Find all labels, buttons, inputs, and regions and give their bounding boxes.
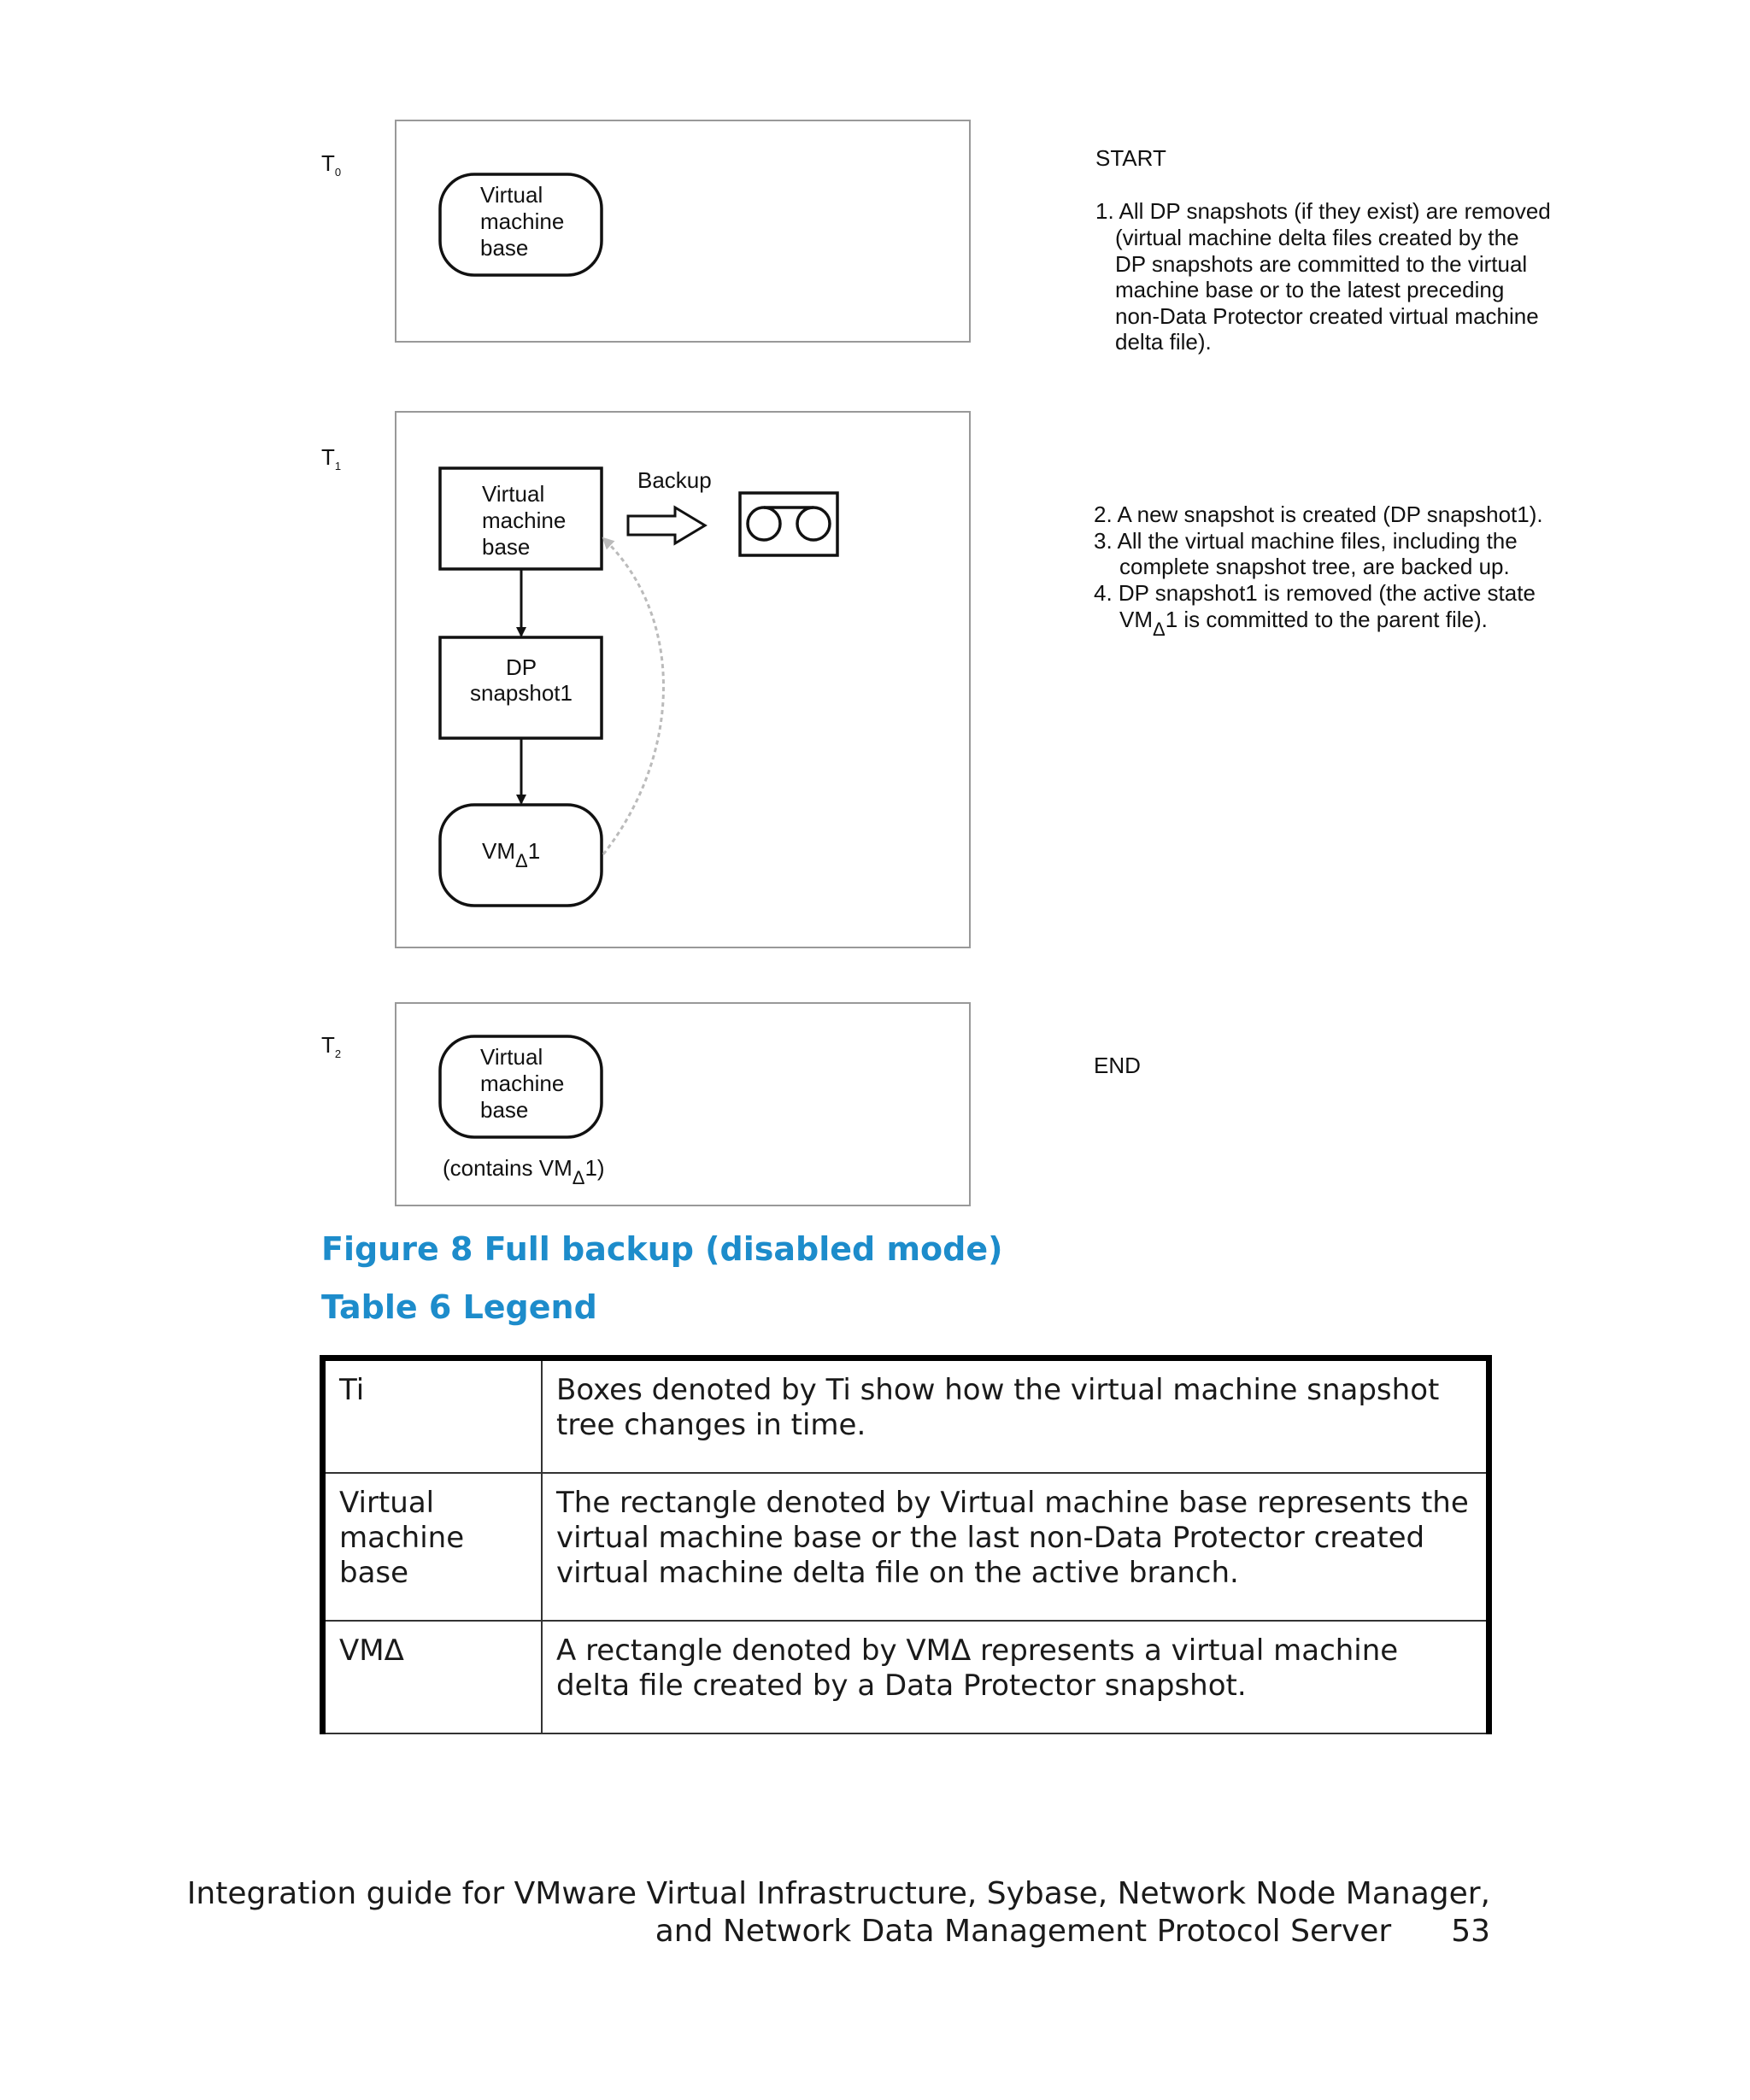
legend-description: A rectangle denoted by VMΔ represents a … bbox=[542, 1621, 1489, 1734]
t2-vm-base-line2: machine bbox=[480, 1071, 564, 1096]
step1-line4: machine base or to the latest preceding bbox=[1115, 277, 1504, 302]
step1-line3: DP snapshots are committed to the virtua… bbox=[1115, 251, 1527, 277]
legend-description: Boxes denoted by Ti show how the virtual… bbox=[542, 1358, 1489, 1474]
step1-line2: (virtual machine delta files created by … bbox=[1115, 225, 1519, 250]
t0-vm-base-line3: base bbox=[480, 235, 528, 261]
figure-caption: Figure 8 Full backup (disabled mode) bbox=[321, 1230, 1003, 1268]
footer-title-line1: Integration guide for VMware Virtual Inf… bbox=[186, 1876, 1490, 1911]
start-label: START bbox=[1095, 145, 1166, 171]
t2-vm-base-box bbox=[438, 1035, 603, 1139]
legend-term: VMΔ bbox=[322, 1621, 543, 1734]
legend-term: Ti bbox=[322, 1358, 543, 1474]
t1-label: T1 bbox=[321, 444, 341, 472]
legend-term: Virtual machine base bbox=[322, 1473, 543, 1622]
step4-line2: VMΔ1 is committed to the parent file). bbox=[1119, 607, 1488, 640]
table-caption: Table 6 Legend bbox=[321, 1288, 597, 1326]
t2-vm-base-line1: Virtual bbox=[480, 1044, 543, 1070]
page-number: 53 bbox=[1451, 1914, 1490, 1949]
step4-line1: 4. DP snapshot1 is removed (the active s… bbox=[1094, 580, 1536, 606]
tape-icon bbox=[738, 491, 839, 557]
commit-arrow bbox=[602, 537, 665, 855]
table-row: Virtual machine base The rectangle denot… bbox=[322, 1473, 1489, 1622]
end-label: END bbox=[1094, 1053, 1141, 1078]
legend-description: The rectangle denoted by Virtual machine… bbox=[542, 1473, 1489, 1622]
t0-vm-base-box bbox=[438, 173, 603, 277]
step1-line5: non-Data Protector created virtual machi… bbox=[1115, 303, 1539, 329]
t2-label: T2 bbox=[321, 1032, 341, 1060]
step1-line1: 1. All DP snapshots (if they exist) are … bbox=[1095, 198, 1551, 224]
backup-arrow-icon bbox=[626, 505, 708, 546]
step3-line2: complete snapshot tree, are backed up. bbox=[1119, 554, 1510, 579]
t0-label: T0 bbox=[321, 150, 341, 179]
vm-delta-box bbox=[438, 803, 603, 907]
dp-snapshot-box bbox=[438, 636, 603, 740]
table-row: Ti Boxes denoted by Ti show how the virt… bbox=[322, 1358, 1489, 1474]
t1-vm-base-line2: machine bbox=[482, 507, 566, 533]
vm-delta-label: VMΔ1 bbox=[482, 838, 540, 871]
dp-line2: snapshot1 bbox=[470, 680, 573, 706]
t1-vm-base-line3: base bbox=[482, 534, 530, 560]
table-row: VMΔ A rectangle denoted by VMΔ represent… bbox=[322, 1621, 1489, 1734]
footer-title-line2: and Network Data Management Protocol Ser… bbox=[655, 1914, 1490, 1949]
backup-diagram: T0 Virtual machine base T1 Virtual machi… bbox=[321, 120, 1551, 1206]
step3-line1: 3. All the virtual machine files, includ… bbox=[1094, 528, 1518, 554]
t1-vm-base-line1: Virtual bbox=[482, 481, 544, 507]
footer-title-text: and Network Data Management Protocol Ser… bbox=[655, 1914, 1392, 1949]
t0-frame bbox=[395, 120, 971, 343]
t2-frame bbox=[395, 1002, 971, 1206]
t0-vm-base-line2: machine bbox=[480, 208, 564, 234]
backup-label: Backup bbox=[637, 467, 712, 493]
contains-label: (contains VMΔ1) bbox=[443, 1155, 605, 1188]
dp-line1: DP bbox=[506, 654, 537, 680]
t2-vm-base-line3: base bbox=[480, 1097, 528, 1123]
t0-vm-base-line1: Virtual bbox=[480, 182, 543, 208]
step2: 2. A new snapshot is created (DP snapsho… bbox=[1094, 502, 1543, 527]
t1-frame bbox=[395, 411, 971, 948]
legend-table: Ti Boxes denoted by Ti show how the virt… bbox=[320, 1355, 1492, 1734]
step1-line6: delta file). bbox=[1115, 329, 1212, 355]
